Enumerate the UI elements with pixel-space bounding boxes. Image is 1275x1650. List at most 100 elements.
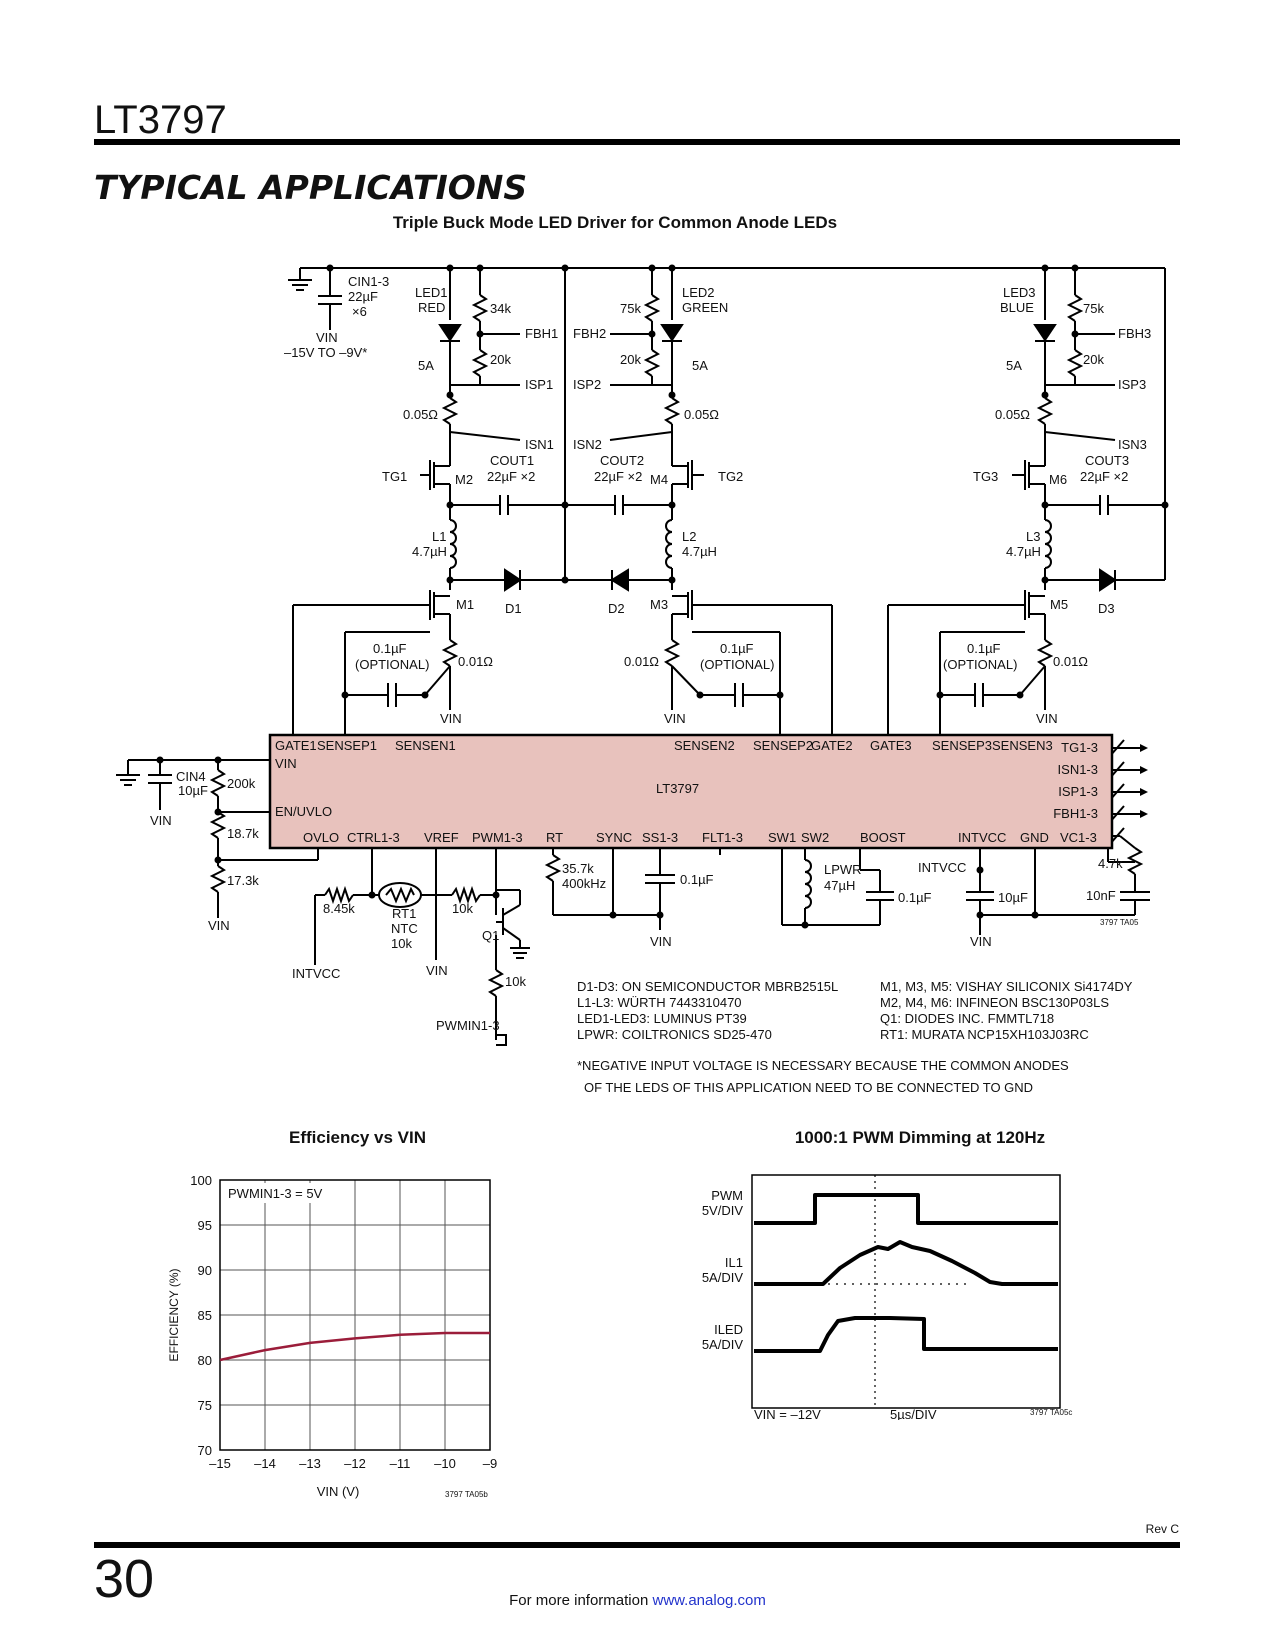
schematic-title: Triple Buck Mode LED Driver for Common A… [392, 213, 838, 232]
pin-gnd: GND [1020, 830, 1049, 845]
label-r10k-b: 10k [505, 974, 526, 989]
pin-vref: VREF [424, 830, 459, 845]
label-tg3: TG3 [973, 469, 998, 484]
pwm-scope: PWM 5V/DIV IL1 5A/DIV ILED 5A/DIV VIN = … [702, 1174, 1072, 1420]
pin-rt: RT [546, 830, 563, 845]
pin-sensep2: SENSEP2 [753, 738, 813, 753]
label-led2: LED2 [682, 285, 715, 300]
footer-rule [94, 1542, 1180, 1548]
label-r10k-a: 10k [452, 901, 473, 916]
scope-vin-label: VIN = –12V [754, 1407, 821, 1420]
label-isp3: ISP3 [1118, 377, 1146, 392]
footer-info: For more information www.analog.com [0, 1592, 1275, 1609]
revision: Rev C [1145, 1522, 1179, 1536]
trace-scale-iled: 5A/DIV [702, 1337, 744, 1352]
label-isn1: ISN1 [525, 437, 554, 452]
trace-scale-pwm: 5V/DIV [702, 1203, 744, 1218]
footer-link[interactable]: www.analog.com [652, 1592, 766, 1609]
label-c10nf: 10nF [1086, 888, 1116, 903]
efficiency-xtick: –15 [209, 1456, 231, 1471]
footer-more-info: For more information [509, 1592, 649, 1609]
label-r357k: 35.7k [562, 861, 594, 876]
label-cin13-mult: ×6 [352, 304, 367, 319]
label-d2: D2 [608, 601, 625, 616]
label-isn3: ISN3 [1118, 437, 1147, 452]
pin-boost: BOOST [860, 830, 906, 845]
label-q1: Q1 [482, 928, 499, 943]
pin-en-uvlo: EN/UVLO [275, 804, 332, 819]
label-r47k: 4.7k [1098, 856, 1123, 871]
ic-body [268, 733, 1114, 850]
label-m4: M4 [650, 472, 668, 487]
pin-sw2: SW2 [801, 830, 829, 845]
label-r34k: 34k [490, 301, 511, 316]
trace-scale-il1: 5A/DIV [702, 1270, 744, 1285]
label-r20k-2: 20k [620, 352, 641, 367]
label-vin-ch2: VIN [664, 711, 686, 726]
pin-ctrl: CTRL1-3 [347, 830, 400, 845]
pin-sensen1: SENSEN1 [395, 738, 456, 753]
pin-gate2: GATE2 [811, 738, 853, 753]
label-intvcc-right: INTVCC [918, 860, 966, 875]
label-optional-3: (OPTIONAL) [943, 657, 1017, 672]
label-l1: L1 [432, 529, 446, 544]
efficiency-ytick: 75 [198, 1398, 212, 1413]
efficiency-ytick: 80 [198, 1353, 212, 1368]
schematic-diagram: GATE1 SENSEP1 SENSEN1 SENSEN2 SENSEP2 GA… [116, 264, 1169, 1073]
label-tg2: TG2 [718, 469, 743, 484]
label-r20k-3: 20k [1083, 352, 1104, 367]
efficiency-ytick: 100 [190, 1173, 212, 1188]
label-r187k: 18.7k [227, 826, 259, 841]
label-rsense-3: 0.05Ω [995, 407, 1030, 422]
label-lpwr-val: 47µH [824, 878, 855, 893]
label-c10uf: 10µF [998, 890, 1028, 905]
pin-tg: TG1-3 [1061, 740, 1098, 755]
label-m1: M1 [456, 597, 474, 612]
pin-sensen2: SENSEN2 [674, 738, 735, 753]
pin-vin: VIN [275, 756, 297, 771]
pin-isp: ISP1-3 [1058, 784, 1098, 799]
label-l1-val: 4.7µH [412, 544, 447, 559]
efficiency-annotation-bg [223, 1183, 333, 1203]
page-number: 30 [94, 1549, 155, 1609]
label-c01uf-2: 0.1µF [720, 641, 754, 656]
label-rsense-2: 0.05Ω [684, 407, 719, 422]
trace-pwm [754, 1193, 1058, 1225]
pin-gate3: GATE3 [870, 738, 912, 753]
pin-sync: SYNC [596, 830, 632, 845]
pin-ss: SS1-3 [642, 830, 678, 845]
label-m5: M5 [1050, 597, 1068, 612]
label-intvcc-left: INTVCC [292, 966, 340, 981]
pwm-scope-frame [751, 1174, 1061, 1409]
efficiency-ytick: 85 [198, 1308, 212, 1323]
bom-right-2: M2, M4, M6: INFINEON BSC130P03LS [880, 995, 1109, 1010]
label-optional-2: (OPTIONAL) [700, 657, 774, 672]
label-r001-2: 0.01Ω [624, 654, 659, 669]
label-cout3-val: 22µF ×2 [1080, 469, 1128, 484]
label-fig-code: 3797 TA05 [1100, 918, 1139, 927]
label-5a-3: 5A [1006, 358, 1022, 373]
pin-sensep1: SENSEP1 [317, 738, 377, 753]
efficiency-ylabel: EFFICIENCY (%) [167, 1268, 181, 1361]
label-l3-val: 4.7µH [1006, 544, 1041, 559]
label-c01uf-ss: 0.1µF [680, 872, 714, 887]
pwm-chart-title: 1000:1 PWM Dimming at 120Hz [794, 1128, 1046, 1147]
label-cin13: CIN1-3 [348, 274, 389, 289]
label-d1: D1 [505, 601, 522, 616]
efficiency-fig-code: 3797 TA05b [445, 1490, 488, 1499]
label-l2: L2 [682, 529, 696, 544]
label-tg1: TG1 [382, 469, 407, 484]
label-rsense-1: 0.05Ω [403, 407, 438, 422]
trace-label-pwm: PWM [711, 1188, 743, 1203]
label-cin4: CIN4 [176, 769, 206, 784]
label-cout1-val: 22µF ×2 [487, 469, 535, 484]
label-cout3: COUT3 [1085, 453, 1129, 468]
pin-isn: ISN1-3 [1058, 762, 1098, 777]
efficiency-ytick: 90 [198, 1263, 212, 1278]
efficiency-ytick: 95 [198, 1218, 212, 1233]
efficiency-xtick: –14 [254, 1456, 276, 1471]
bom-left-4: LPWR: COILTRONICS SD25-470 [577, 1027, 772, 1042]
pin-ovlo: OVLO [303, 830, 339, 845]
pin-intvcc: INTVCC [958, 830, 1006, 845]
